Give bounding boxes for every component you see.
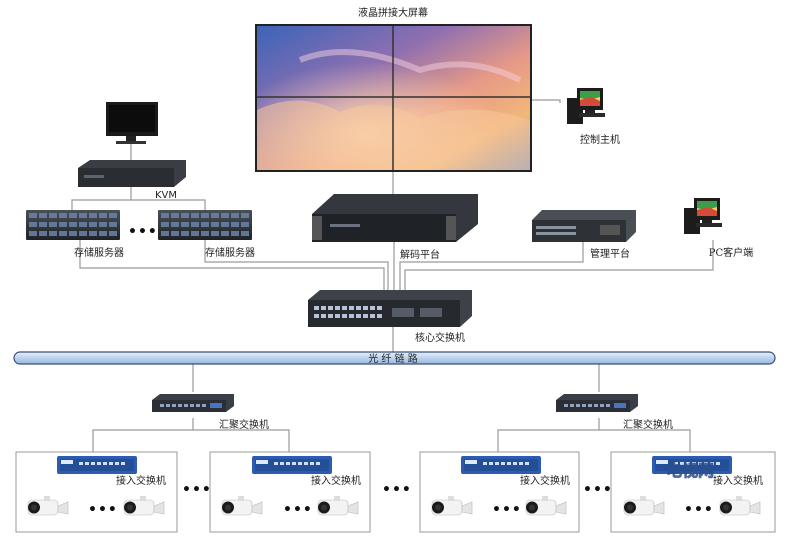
aggregation-switch-icon bbox=[152, 394, 234, 412]
camera-ellipsis: ••• bbox=[492, 502, 522, 518]
pc-client: PC客户端 bbox=[684, 198, 753, 259]
access-group-1: 接入交换机 ••• bbox=[15, 451, 178, 533]
pc-client-label: PC客户端 bbox=[709, 246, 753, 259]
storage-server-2: 存储服务器 bbox=[158, 210, 255, 259]
decode-platform: 解码平台 bbox=[312, 194, 478, 261]
management-platform: 管理平台 bbox=[532, 210, 636, 260]
storage-server-2-label: 存储服务器 bbox=[205, 246, 255, 259]
storage-server-icon bbox=[26, 210, 120, 240]
group-ellipsis-3: ••• bbox=[583, 482, 613, 498]
group-ellipsis-2: ••• bbox=[382, 482, 412, 498]
aggregation-switch-icon bbox=[556, 394, 638, 412]
access-switch-icon bbox=[461, 456, 541, 474]
access-switch-2-label: 接入交换机 bbox=[311, 474, 361, 487]
fiber-link-label: 光 纤 链 路 bbox=[368, 352, 418, 365]
group-ellipsis-1: ••• bbox=[182, 482, 212, 498]
decode-platform-label: 解码平台 bbox=[400, 248, 440, 261]
access-group-4: 接入交换机 ••• bbox=[610, 451, 776, 533]
video-wall-label: 液晶拼接大屏幕 bbox=[358, 6, 428, 19]
access-switch-4-label: 接入交换机 bbox=[713, 474, 763, 487]
access-group-3: 接入交换机 ••• bbox=[419, 451, 580, 533]
storage-server-1-label: 存储服务器 bbox=[74, 246, 124, 259]
control-host-icon bbox=[567, 88, 605, 124]
control-host-label: 控制主机 bbox=[580, 133, 620, 146]
fiber-link-bar bbox=[13, 351, 776, 365]
storage-server-icon bbox=[158, 210, 252, 240]
access-switch-1-label: 接入交换机 bbox=[116, 474, 166, 487]
camera-ellipsis: ••• bbox=[88, 502, 118, 518]
access-switch-icon bbox=[57, 456, 137, 474]
watermark: 电视网 bbox=[666, 461, 714, 480]
aggregation-switch-right-label: 汇聚交换机 bbox=[623, 418, 673, 431]
access-group-2: 接入交换机 ••• bbox=[209, 451, 371, 533]
camera-ellipsis: ••• bbox=[684, 502, 714, 518]
access-switch-icon bbox=[252, 456, 332, 474]
camera-ellipsis: ••• bbox=[283, 502, 313, 518]
core-switch-label: 核心交换机 bbox=[415, 331, 465, 344]
kvm-label: KVM bbox=[155, 190, 177, 201]
pc-client-icon bbox=[684, 198, 722, 234]
storage-ellipsis: ••• bbox=[128, 224, 158, 240]
kvm-console: KVM bbox=[78, 102, 186, 201]
management-platform-label: 管理平台 bbox=[590, 247, 630, 260]
core-switch: 核心交换机 bbox=[308, 290, 472, 344]
storage-server-1: 存储服务器 bbox=[26, 210, 124, 259]
control-host: 控制主机 bbox=[567, 88, 620, 146]
access-switch-3-label: 接入交换机 bbox=[520, 474, 570, 487]
video-wall: 液晶拼接大屏幕 bbox=[255, 6, 532, 172]
aggregation-switch-left: 汇聚交换机 bbox=[152, 394, 269, 431]
fiber-link: 光 纤 链 路 bbox=[13, 351, 776, 365]
aggregation-switch-left-label: 汇聚交换机 bbox=[219, 418, 269, 431]
aggregation-switch-right: 汇聚交换机 bbox=[556, 394, 673, 431]
